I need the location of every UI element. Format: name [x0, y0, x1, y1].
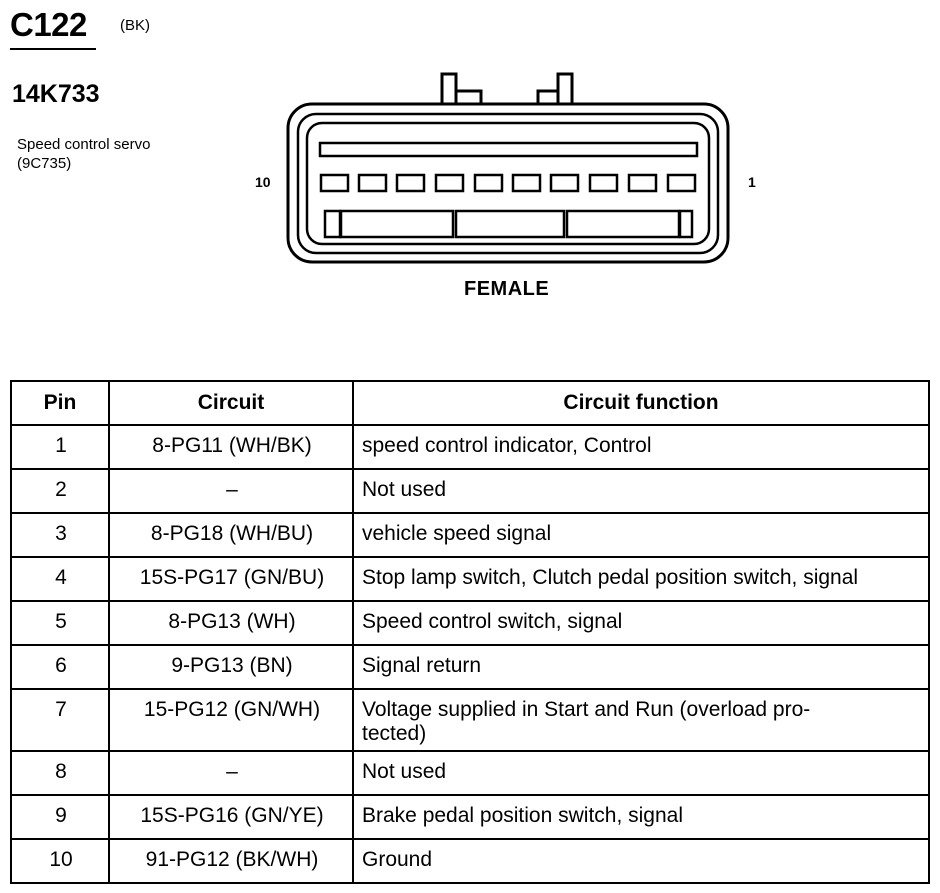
header-pin: Pin: [10, 380, 110, 426]
header-function: Circuit function: [352, 380, 930, 426]
table-row: 10 91-PG12 (BK/WH) Ground: [10, 838, 930, 884]
connector-id-underline: [10, 48, 96, 50]
cell-pin: 9: [10, 794, 110, 840]
table-row: 1 8-PG11 (WH/BK) speed control indicator…: [10, 424, 930, 470]
housing-cavity: [305, 121, 711, 246]
table-row: 7 15-PG12 (GN/WH) Voltage supplied in St…: [10, 688, 930, 752]
cell-pin: 5: [10, 600, 110, 646]
cell-function: Brake pedal position switch, signal: [352, 794, 930, 840]
connector-id: C122: [10, 6, 87, 43]
cell-function: Speed control switch, signal: [352, 600, 930, 646]
cell-circuit: 8-PG11 (WH/BK): [108, 424, 354, 470]
description-line-2: (9C735): [17, 155, 72, 172]
cell-circuit: 9-PG13 (BN): [108, 644, 354, 690]
table-row: 8 – Not used: [10, 750, 930, 796]
cell-function: Voltage supplied in Start and Run (overl…: [352, 688, 930, 752]
pin-label-left: 10: [255, 174, 271, 190]
connector-color: (BK): [120, 17, 150, 34]
cell-function: Not used: [352, 468, 930, 514]
pin-cavity-5: [511, 173, 542, 193]
cell-pin: 6: [10, 644, 110, 690]
connector-face-diagram: [286, 72, 730, 264]
table-header-row: Pin Circuit Circuit function: [10, 380, 930, 426]
cell-function-line-2: tected): [362, 722, 427, 745]
cell-function-line-1: Voltage supplied in Start and Run (overl…: [362, 698, 811, 721]
keying-slot: [318, 141, 699, 158]
cell-pin: 10: [10, 838, 110, 884]
table-row: 6 9-PG13 (BN) Signal return: [10, 644, 930, 690]
bottom-ribs: [323, 209, 694, 239]
pin-cavity-7: [434, 173, 465, 193]
pinout-table: Pin Circuit Circuit function 1 8-PG11 (W…: [10, 380, 930, 884]
cell-function: vehicle speed signal: [352, 512, 930, 558]
cell-pin: 2: [10, 468, 110, 514]
pin-cavity-1: [666, 173, 697, 193]
cell-pin: 1: [10, 424, 110, 470]
cell-function: Stop lamp switch, Clutch pedal position …: [352, 556, 930, 602]
pin-cavity-9: [357, 173, 388, 193]
pin-cavities: [319, 173, 697, 193]
pin-cavity-2: [627, 173, 658, 193]
pin-cavity-10: [319, 173, 350, 193]
cell-function: Not used: [352, 750, 930, 796]
cell-pin: 7: [10, 688, 110, 752]
table-row: 4 15S-PG17 (GN/BU) Stop lamp switch, Clu…: [10, 556, 930, 602]
pin-cavity-3: [588, 173, 619, 193]
cell-circuit: 91-PG12 (BK/WH): [108, 838, 354, 884]
header-circuit: Circuit: [108, 380, 354, 426]
pin-cavity-4: [549, 173, 580, 193]
connector-gender: FEMALE: [464, 278, 550, 300]
cell-function: Ground: [352, 838, 930, 884]
cell-pin: 4: [10, 556, 110, 602]
table-row: 9 15S-PG16 (GN/YE) Brake pedal position …: [10, 794, 930, 840]
cell-pin: 8: [10, 750, 110, 796]
cell-circuit: 8-PG13 (WH): [108, 600, 354, 646]
pin-label-right: 1: [748, 174, 756, 190]
cell-circuit: –: [108, 750, 354, 796]
cell-circuit: 15S-PG17 (GN/BU): [108, 556, 354, 602]
table-row: 5 8-PG13 (WH) Speed control switch, sign…: [10, 600, 930, 646]
component-description: Speed control servo (9C735): [17, 135, 150, 173]
pin-cavity-8: [395, 173, 426, 193]
cell-circuit: 8-PG18 (WH/BU): [108, 512, 354, 558]
description-line-1: Speed control servo: [17, 136, 151, 153]
cell-circuit: –: [108, 468, 354, 514]
part-number: 14K733: [12, 80, 100, 108]
pin-cavity-6: [473, 173, 504, 193]
cell-circuit: 15S-PG16 (GN/YE): [108, 794, 354, 840]
cell-function: speed control indicator, Control: [352, 424, 930, 470]
table-row: 2 – Not used: [10, 468, 930, 514]
cell-pin: 3: [10, 512, 110, 558]
cell-function: Signal return: [352, 644, 930, 690]
housing-outer: [286, 102, 730, 264]
cell-circuit: 15-PG12 (GN/WH): [108, 688, 354, 752]
table-row: 3 8-PG18 (WH/BU) vehicle speed signal: [10, 512, 930, 558]
housing-inner: [296, 112, 720, 255]
